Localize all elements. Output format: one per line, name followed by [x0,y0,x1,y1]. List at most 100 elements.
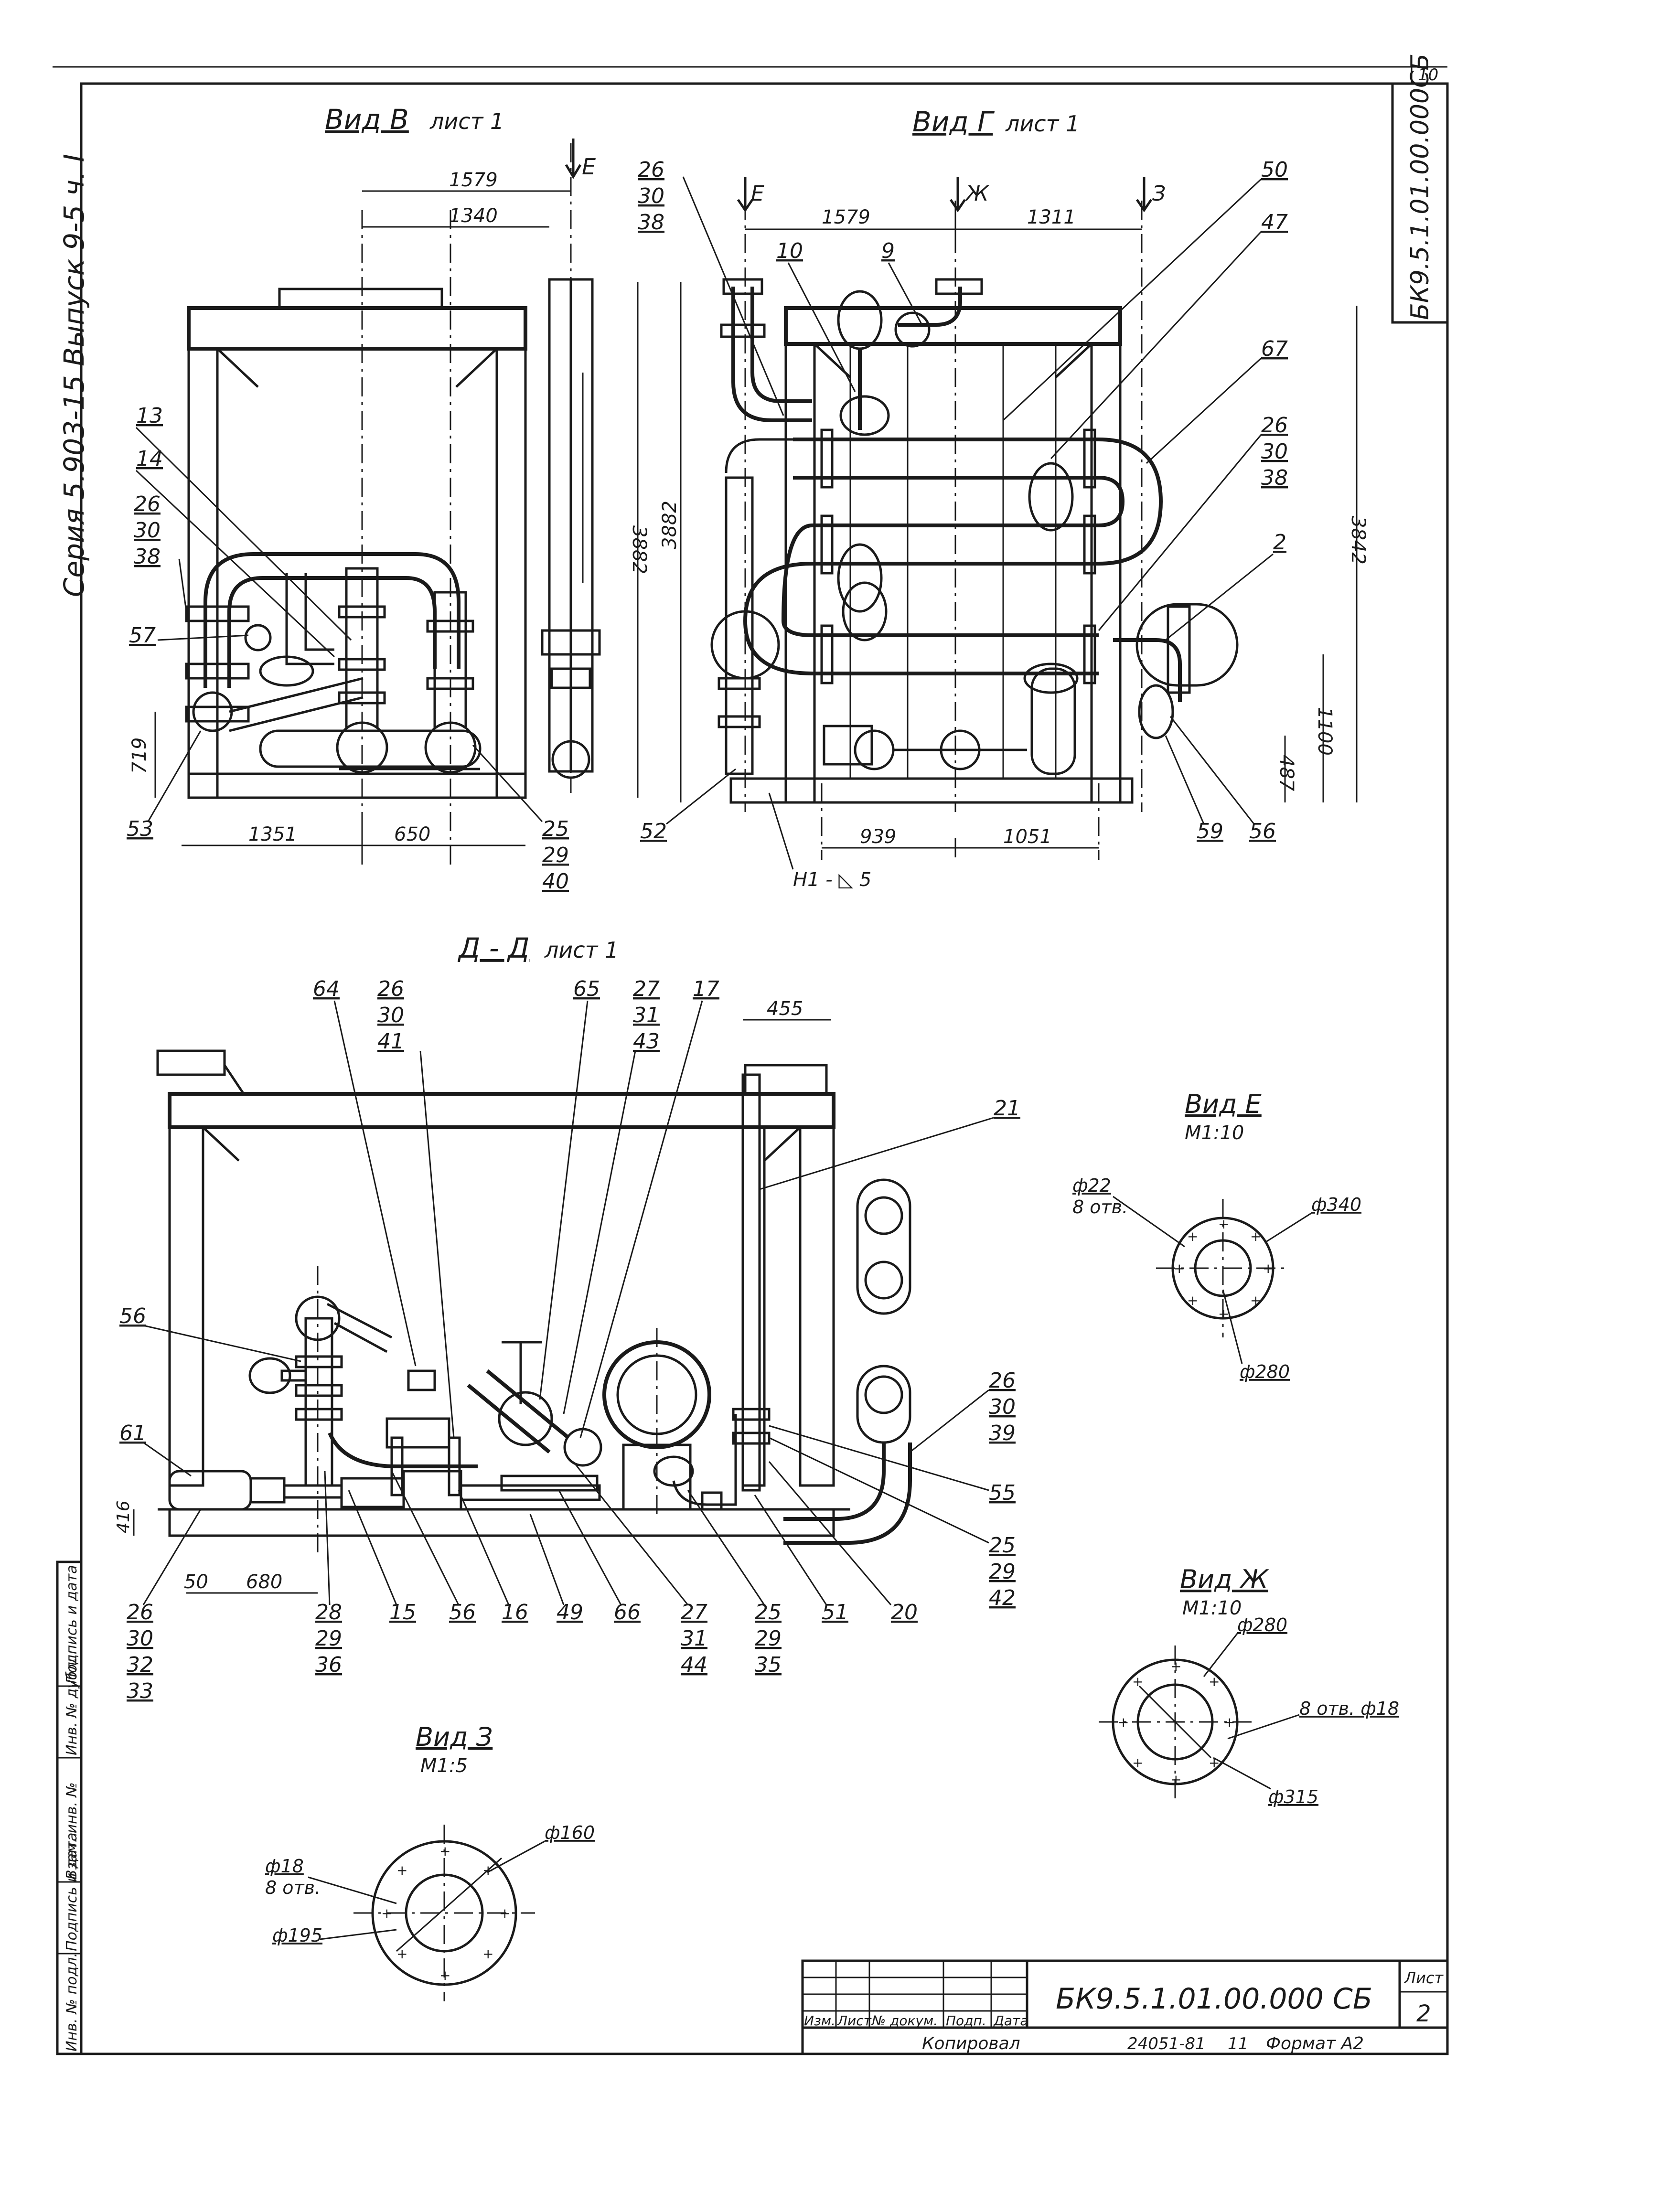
svg-text:+: + [482,1862,493,1878]
z-bolt-label: ф18 [265,1856,304,1877]
svg-text:+: + [1170,1772,1181,1787]
callout-d-29c: 29 [755,1626,782,1651]
callout-b-38: 38 [134,545,161,569]
view-e-title: Вид Е [1185,1089,1262,1119]
svg-text:+: + [1250,1229,1261,1244]
dim-b-1351: 1351 [248,823,297,845]
svg-text:+: + [396,1946,407,1962]
zh-bc-label: ф315 [1268,1786,1318,1807]
callout-g-2: 2 [1273,530,1286,555]
strip-cell-4: Подпись и дата [64,1565,80,1684]
callout-d-17: 17 [693,977,719,1001]
strip-cell-3: Инв. № дубл. [64,1657,80,1755]
e-bolt-holes: + + + + + + + + [1174,1216,1274,1322]
z-bolt-holes: + + + + + + + + [381,1843,510,1983]
dim-g-487: 487 [1275,755,1297,791]
e-outer-label: ф340 [1311,1194,1361,1215]
vertical-code-box: БК9.5.1.01.00.000СБ [1391,53,1449,324]
dim-d-416: 416 [114,1500,133,1533]
view-g-mark-zh: Ж [964,182,989,206]
dim-b-650: 650 [394,823,430,845]
dim-d-455: 455 [767,998,803,1020]
z-holes-label: 8 отв. [265,1877,321,1898]
callout-b-13: 13 [136,404,163,428]
z-bc-label: ф195 [272,1925,322,1946]
e-holes-label: 8 отв. [1072,1197,1128,1218]
view-g-title: Вид Г [912,106,995,138]
callout-d-36: 36 [315,1653,342,1677]
callout-d-39: 39 [989,1421,1016,1445]
tb-col-2: № докум. [871,2013,938,2029]
callout-g-38a: 38 [638,210,664,235]
dim-d-680: 680 [246,1571,282,1593]
callout-g-30a: 30 [638,184,664,208]
view-g-mark-z: З [1152,182,1166,206]
strip-cell-2: Взам. инв. № [64,1782,80,1880]
callout-d-26a: 26 [377,977,404,1001]
tb-footer-copied: Копировал [922,2034,1020,2053]
zh-bolt-holes: + + + + + + + + [1118,1658,1235,1787]
callout-b-30: 30 [134,518,161,543]
callout-d-32: 32 [127,1653,153,1677]
callout-g-9: 9 [881,239,895,263]
view-z-title: Вид З [416,1722,493,1752]
svg-text:+: + [1263,1261,1274,1276]
callout-b-40: 40 [542,869,569,894]
view-zh-title: Вид Ж [1180,1564,1270,1594]
callout-d-30a: 30 [377,1003,404,1027]
view-b: Вид В лист 1 [127,103,650,894]
dim-b-1579: 1579 [449,169,498,191]
svg-text:+: + [439,1967,450,1983]
callout-b-26: 26 [134,492,161,516]
view-zh-scale: М1:10 [1182,1597,1242,1619]
callout-b-14: 14 [136,447,163,471]
callout-d-30b: 30 [989,1395,1016,1419]
vertical-code: БК9.5.1.01.00.000СБ [1406,53,1435,320]
callout-b-25: 25 [542,817,569,841]
series-text: Серия 5.903-15 Выпуск 9-5 ч. I [58,154,90,597]
svg-text:+: + [1132,1755,1143,1771]
zh-outer-label: ф280 [1237,1614,1287,1635]
dim-g-3882: 3882 [659,501,681,549]
svg-text:+: + [1170,1658,1181,1674]
callout-d-61: 61 [119,1421,146,1445]
tb-sheet-label: Лист [1404,1969,1444,1987]
svg-text:+: + [1187,1229,1198,1244]
callout-g-52: 52 [640,819,667,844]
callout-d-26b: 26 [989,1368,1016,1393]
zh-holes-label: 8 отв. ф18 [1299,1698,1399,1719]
z-bore-label: ф160 [545,1822,595,1843]
view-z: Вид З М1:5 + + + + + + + + ф18 8 отв. ф1… [265,1722,595,2001]
callout-d-20: 20 [891,1600,918,1624]
view-e-scale: М1:10 [1185,1122,1244,1144]
callout-d-27b: 27 [681,1600,707,1624]
dim-g-939: 939 [860,826,896,848]
callout-d-43: 43 [633,1029,660,1054]
callout-d-26c: 26 [127,1600,153,1624]
view-g-mark-e: Е [751,182,764,206]
callout-d-30c: 30 [127,1626,153,1651]
callout-b-57: 57 [129,623,156,648]
callout-d-66: 66 [614,1600,641,1624]
callout-d-31b: 31 [681,1626,707,1651]
svg-text:+: + [1224,1714,1235,1730]
view-z-scale: М1:5 [420,1755,468,1777]
callout-d-21: 21 [994,1096,1020,1121]
callout-d-27a: 27 [633,977,660,1001]
dim-b-3882: 3882 [628,525,650,574]
callout-d-56b: 56 [449,1600,476,1624]
view-b-ref: лист 1 [429,108,504,134]
callout-d-35: 35 [755,1653,782,1677]
e-bore-label: ф280 [1240,1361,1290,1382]
view-dd-title: Д - Д [457,932,529,964]
callout-d-41: 41 [377,1029,404,1054]
view-dd: Д - Д лист 1 [114,932,1020,1703]
callout-g-26b: 26 [1261,413,1288,438]
callout-d-31a: 31 [633,1003,660,1027]
dim-g-1051: 1051 [1003,826,1052,848]
svg-text:+: + [1132,1674,1143,1689]
callout-g-30b: 30 [1261,439,1288,464]
tb-col-4: Дата [993,2013,1028,2029]
svg-text:+: + [381,1905,392,1921]
callout-g-38b: 38 [1261,466,1288,490]
